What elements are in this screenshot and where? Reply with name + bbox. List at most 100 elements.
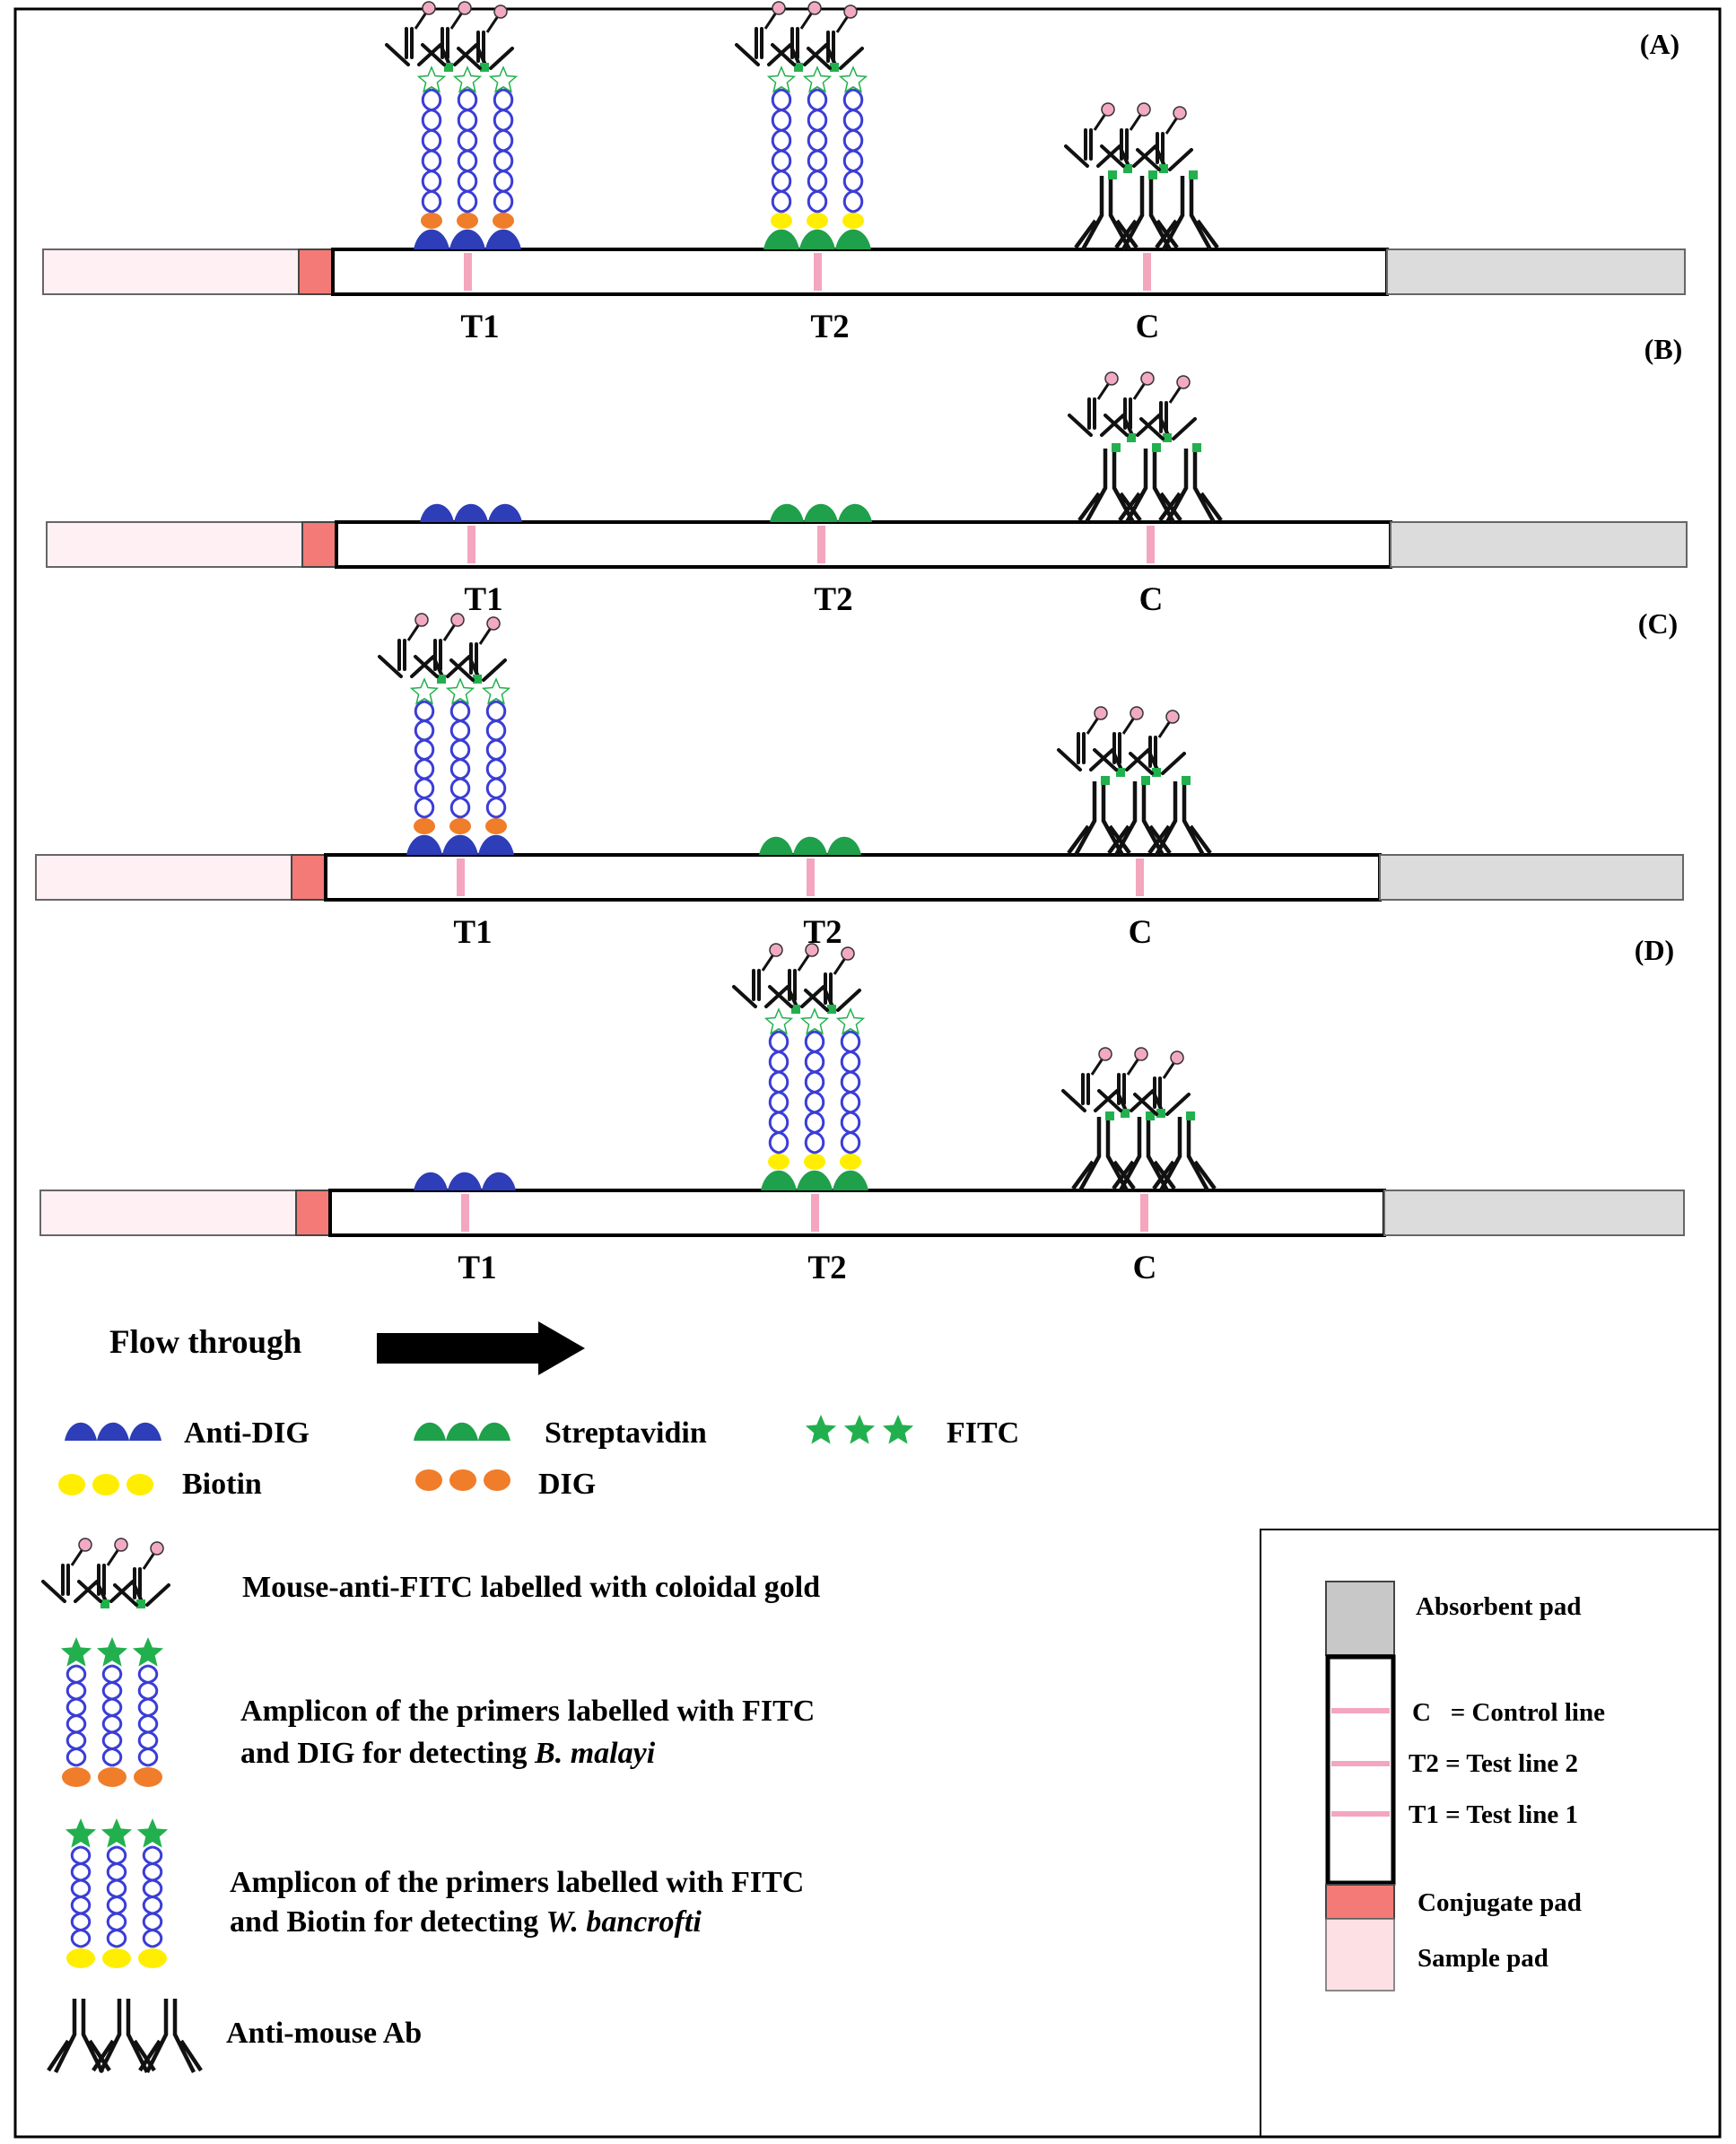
- gold-stalk: [406, 623, 421, 641]
- legend-anti-mouse-label: Anti-mouse Ab: [226, 2017, 422, 2050]
- anti-dig-bump: [485, 229, 521, 249]
- fitc-tag: [791, 1005, 800, 1014]
- test-line-1: [464, 253, 472, 291]
- fitc-star-icon: [835, 1007, 866, 1035]
- gold-particle-icon: [807, 1, 822, 15]
- dig-dot: [98, 1767, 126, 1787]
- legend: [41, 1415, 914, 2074]
- gold-stalk: [1165, 117, 1179, 135]
- antibody-arms: [735, 27, 792, 66]
- legend-amplicon-dig-icon: [60, 1637, 164, 1787]
- antibody-arms: [41, 1564, 99, 1603]
- antibody-arms: [807, 31, 864, 70]
- test-line-2: [807, 858, 815, 896]
- conjugate-pad: [301, 521, 337, 568]
- test-line-1: [467, 526, 475, 563]
- antibody-stem: [138, 1999, 203, 2074]
- fitc-tag: [100, 1599, 109, 1608]
- legend-dig-icon: [415, 1469, 510, 1491]
- biotin-amplicon-complex: [735, 1, 871, 249]
- fitc-tag: [1123, 164, 1132, 173]
- gold-stalk: [485, 15, 500, 33]
- fitc-star-icon: [882, 1415, 914, 1444]
- mouse-anti-fitc-cascade: [1064, 102, 1193, 173]
- streptavidin-capture: [759, 836, 861, 855]
- dig-dot: [421, 213, 442, 229]
- anti-dig-bump: [478, 834, 514, 855]
- streptavidin-bump: [770, 503, 804, 522]
- mouse-anti-fitc-cascade: [1057, 706, 1186, 777]
- dna-strand: [75, 1664, 87, 1767]
- biotin-dot: [768, 1154, 789, 1170]
- flow-indicator: Flow through: [109, 1321, 585, 1375]
- dna-strand: [771, 88, 782, 214]
- legend-dig-label: DIG: [538, 1468, 596, 1501]
- fitc-tag: [1141, 776, 1150, 785]
- label-t1: T1: [464, 581, 502, 618]
- legend-mouse-anti-fitc-icon: [41, 1538, 170, 1608]
- control-complex: [1061, 1047, 1217, 1192]
- mouse-anti-fitc-cascade: [732, 943, 861, 1014]
- streptavidin-bump: [838, 503, 872, 522]
- fitc-tag: [480, 63, 489, 72]
- fitc-tag: [444, 63, 453, 72]
- anti-dig-bump: [65, 1422, 97, 1441]
- antibody-stem: [1067, 781, 1131, 857]
- fitc-star-icon: [132, 1637, 164, 1667]
- gold-particle-icon: [114, 1538, 128, 1552]
- test-line-2: [811, 1194, 819, 1232]
- dna-strand: [467, 88, 478, 214]
- gold-particle-icon: [150, 1541, 164, 1556]
- streptavidin-bump: [797, 1170, 833, 1190]
- mouse-anti-fitc-cascade: [1068, 371, 1197, 442]
- key-membrane: [1325, 1654, 1396, 1886]
- label-t1: T1: [460, 309, 499, 345]
- antibody-stem: [47, 1999, 111, 2074]
- fitc-star-icon: [481, 677, 511, 705]
- fitc-tag: [1127, 433, 1136, 442]
- streptavidin-bump: [446, 1422, 478, 1441]
- dna-strand: [768, 1030, 780, 1155]
- gold-particle-icon: [1094, 706, 1108, 720]
- legend-streptavidin-icon: [414, 1422, 510, 1441]
- biotin-dot: [138, 1948, 167, 1968]
- antibody-arms: [732, 969, 789, 1008]
- fitc-tag: [437, 675, 446, 684]
- gold-stalk: [106, 1548, 120, 1566]
- gold-stalk: [1162, 1061, 1176, 1079]
- fitc-star-icon: [763, 1007, 794, 1035]
- gold-stalk: [442, 623, 457, 641]
- anti-dig-capture: [414, 1172, 516, 1190]
- biotin-dot: [126, 1474, 153, 1495]
- key-test-line-1: [1331, 1811, 1390, 1817]
- label-t2: T2: [814, 581, 852, 618]
- fitc-tag: [827, 1005, 836, 1014]
- dig-dot: [484, 1469, 510, 1491]
- gold-particle-icon: [458, 1, 472, 15]
- antibody-stem: [92, 1999, 156, 2074]
- streptavidin-bump: [478, 1422, 510, 1441]
- dna-strand: [111, 1664, 123, 1767]
- label-t2: T2: [810, 309, 849, 345]
- fitc-star-icon: [96, 1637, 128, 1667]
- gold-particle-icon: [1104, 371, 1119, 386]
- panel-tag: (D): [1635, 934, 1674, 966]
- gold-stalk: [70, 1548, 84, 1566]
- antibody-stem: [1107, 781, 1172, 857]
- gold-stalk: [797, 954, 811, 972]
- dna-strand: [106, 1845, 118, 1948]
- fitc-star-icon: [766, 65, 797, 93]
- biotin-dot: [840, 1154, 861, 1170]
- biotin-dot: [102, 1948, 131, 1968]
- control-line: [1140, 1194, 1148, 1232]
- antibody-arms: [804, 972, 861, 1012]
- gold-particle-icon: [805, 943, 819, 957]
- control-complex: [1057, 706, 1212, 857]
- gold-particle-icon: [1137, 102, 1151, 117]
- streptavidin-bump: [799, 229, 835, 249]
- label-c: C: [1139, 581, 1164, 618]
- anti-dig-bump: [454, 503, 488, 522]
- dig-amplicon-complex: [378, 613, 514, 855]
